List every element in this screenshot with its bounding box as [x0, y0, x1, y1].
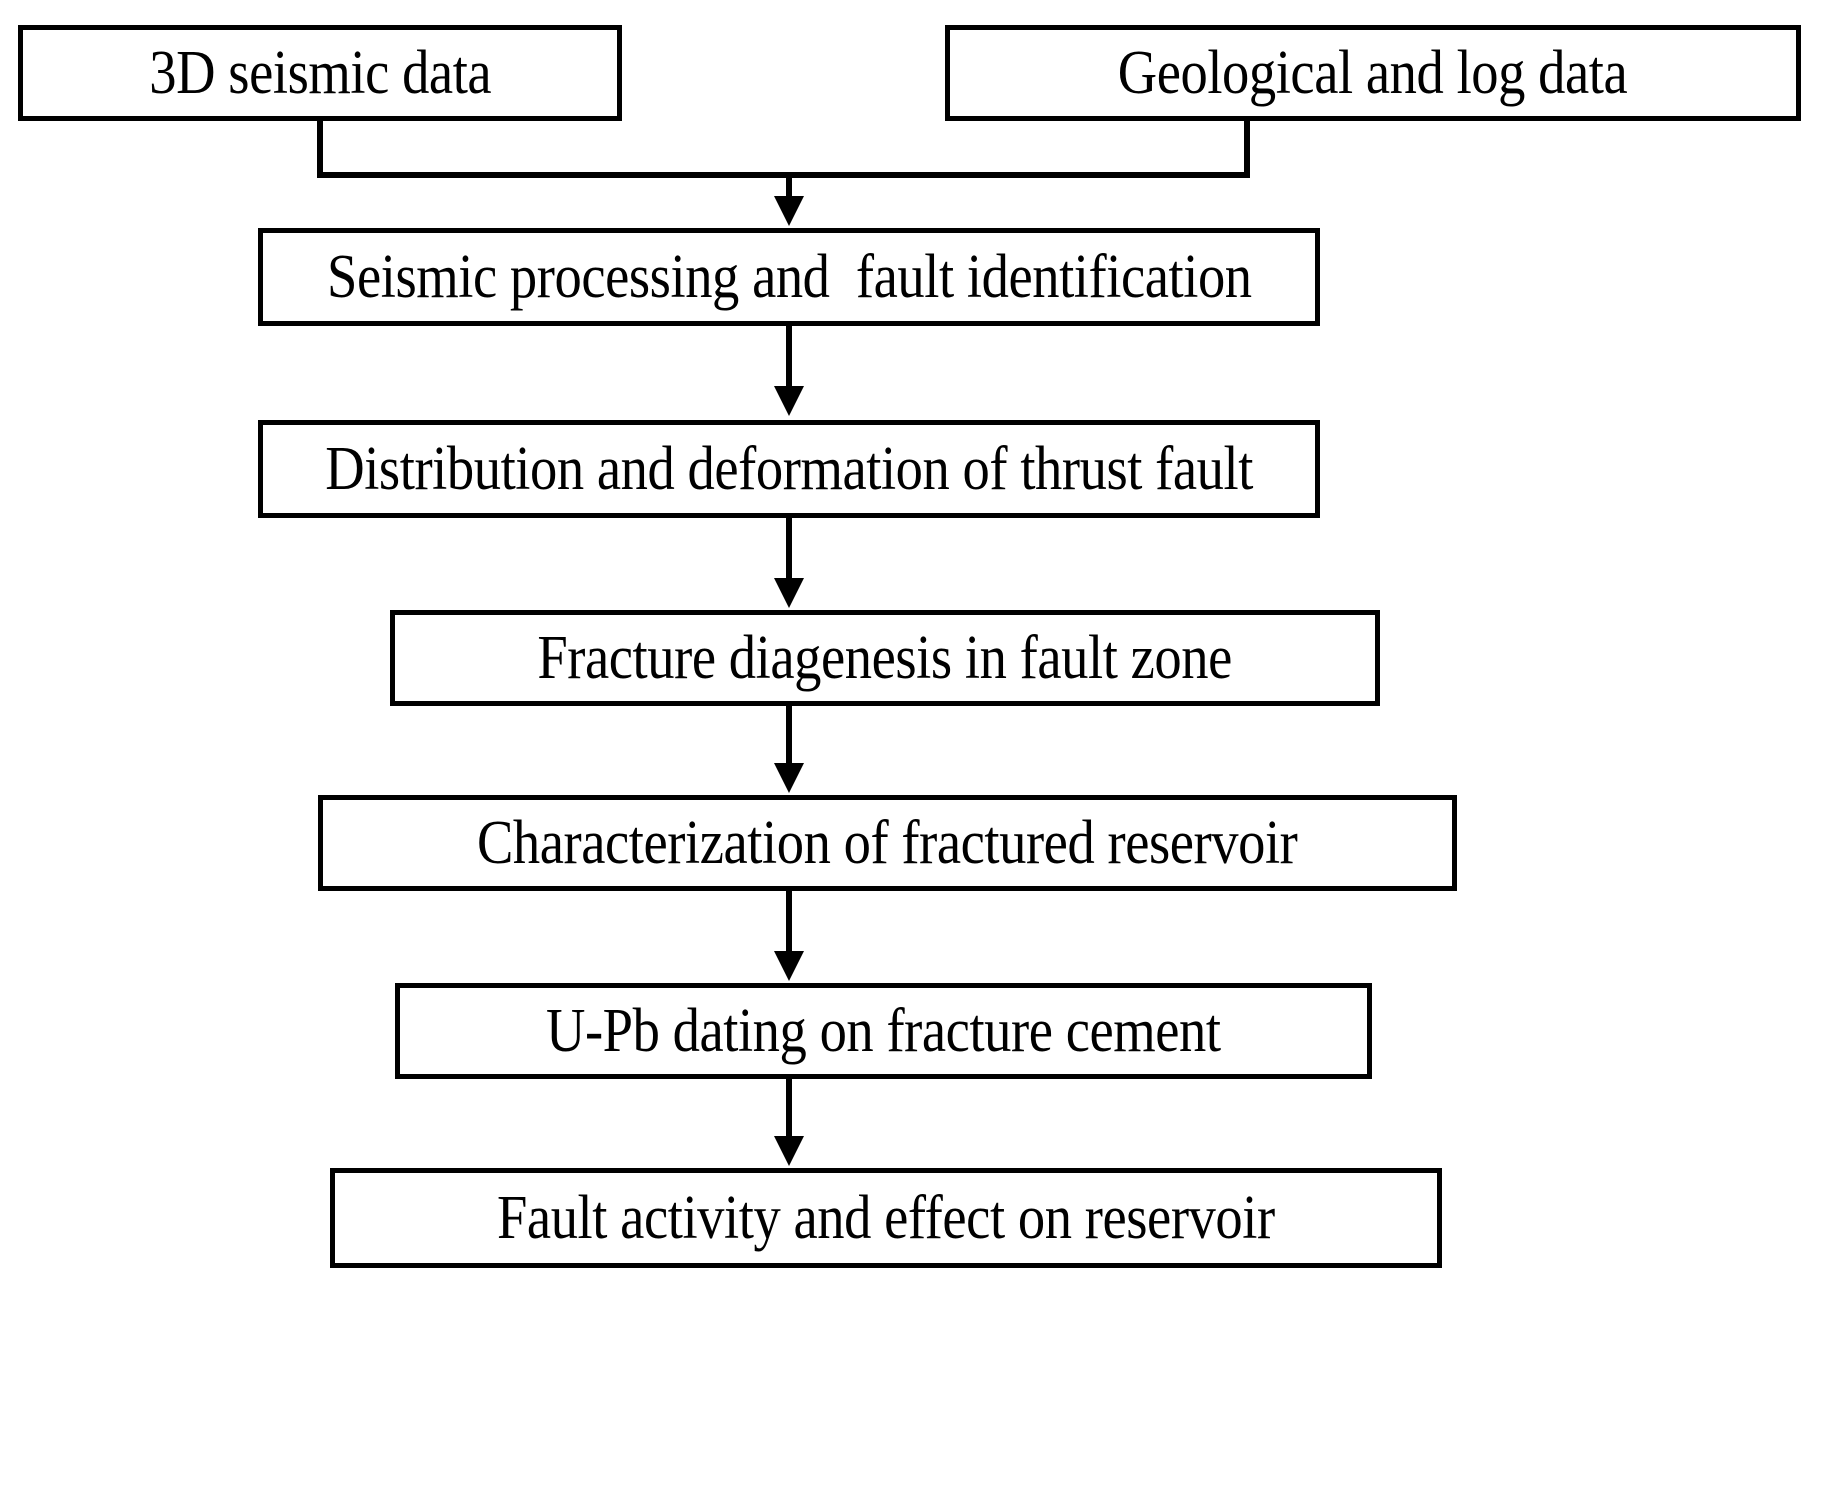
flow-node-fracture-diagenesis-in-fault-zone[interactable]: Fracture diagenesis in fault zone: [390, 610, 1380, 706]
flow-node-fault-activity-and-effect-on-reservoir[interactable]: Fault activity and effect on reservoir: [330, 1168, 1442, 1268]
flow-node-u-pb-dating-on-fracture-cement[interactable]: U-Pb dating on fracture cement: [395, 983, 1372, 1079]
arrowhead-to-characterization: [774, 763, 804, 793]
flow-node-label: Fracture diagenesis in fault zone: [537, 624, 1233, 692]
arrowhead-to-processing: [774, 196, 804, 226]
arrowhead-to-diagenesis: [774, 578, 804, 608]
flow-node-seismic-processing-and-fault-identification[interactable]: Seismic processing and fault identificat…: [258, 228, 1320, 326]
connector-diagenesis-to-characterization: [786, 706, 792, 766]
connector-processing-to-distribution: [786, 326, 792, 388]
flow-node-label: Distribution and deformation of thrust f…: [325, 435, 1253, 503]
flow-node-seismic-data[interactable]: 3D seismic data: [18, 25, 622, 121]
flow-node-characterization-of-fractured-reservoir[interactable]: Characterization of fractured reservoir: [318, 795, 1457, 891]
flow-node-distribution-and-deformation-of-thrust-fault[interactable]: Distribution and deformation of thrust f…: [258, 420, 1320, 518]
connector-merge-bar: [317, 172, 1250, 178]
flow-node-label: Geological and log data: [1118, 39, 1628, 107]
connector-distribution-to-diagenesis: [786, 518, 792, 580]
arrowhead-to-distribution: [774, 386, 804, 416]
arrowhead-to-fault-activity: [774, 1136, 804, 1166]
flow-node-label: U-Pb dating on fracture cement: [546, 997, 1221, 1065]
flow-node-label: Fault activity and effect on reservoir: [497, 1184, 1275, 1252]
flow-node-label: 3D seismic data: [149, 39, 491, 107]
connector-characterization-to-dating: [786, 891, 792, 953]
flow-node-geological-and-log-data[interactable]: Geological and log data: [945, 25, 1801, 121]
flow-node-label: Characterization of fractured reservoir: [477, 809, 1298, 877]
connector-seismic-data-drop: [317, 118, 323, 176]
connector-dating-to-fault-activity: [786, 1079, 792, 1139]
connector-geological-log-drop: [1244, 118, 1250, 176]
connector-merge-stem: [786, 172, 792, 200]
arrowhead-to-dating: [774, 951, 804, 981]
flow-node-label: Seismic processing and fault identificat…: [326, 243, 1252, 311]
